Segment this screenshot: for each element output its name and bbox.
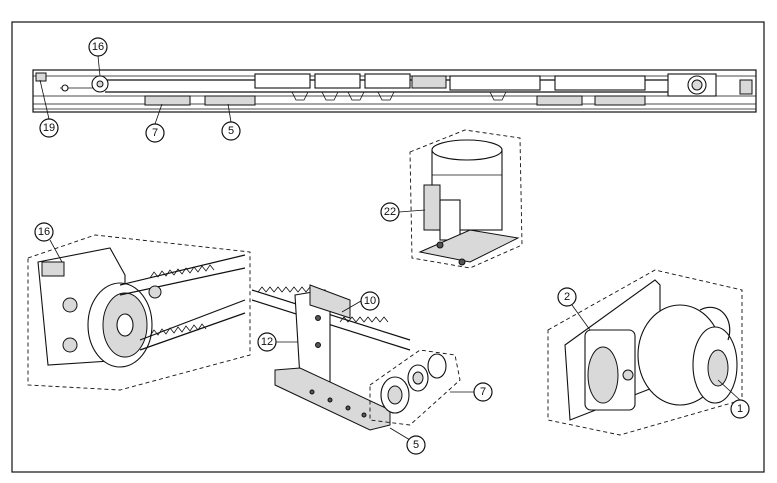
svg-text:16: 16 — [92, 41, 104, 53]
callout-16-rail: 16 — [88, 37, 108, 57]
callout-22: 22 — [380, 202, 400, 222]
callout-19: 19 — [39, 118, 59, 138]
leader-lines — [39, 55, 741, 441]
svg-text:12: 12 — [261, 336, 273, 348]
svg-text:19: 19 — [43, 122, 55, 134]
svg-text:22: 22 — [384, 206, 396, 218]
idler-pulley-detail — [27, 234, 251, 391]
svg-text:7: 7 — [480, 386, 486, 398]
outer-frame — [11, 21, 765, 473]
svg-text:1: 1 — [737, 403, 743, 415]
callout-7-detail: 7 — [473, 382, 493, 402]
svg-text:7: 7 — [152, 127, 158, 139]
callout-5-rail: 5 — [221, 121, 241, 141]
bearing-detail — [369, 349, 461, 426]
svg-text:5: 5 — [413, 439, 419, 451]
svg-text:5: 5 — [228, 125, 234, 137]
svg-text:2: 2 — [564, 291, 570, 303]
callout-10: 10 — [360, 291, 380, 311]
motor-unit — [409, 129, 523, 269]
callout-1: 1 — [730, 399, 750, 419]
callout-5-detail: 5 — [406, 435, 426, 455]
svg-text:10: 10 — [364, 295, 376, 307]
rail-assembly — [32, 69, 757, 113]
callout-2: 2 — [557, 287, 577, 307]
callout-7-rail: 7 — [145, 123, 165, 143]
drive-motor-detail — [547, 269, 743, 436]
carriage-clamp-detail — [251, 284, 411, 431]
callout-12: 12 — [257, 332, 277, 352]
svg-text:16: 16 — [38, 226, 50, 238]
callout-16-detail: 16 — [34, 222, 54, 242]
